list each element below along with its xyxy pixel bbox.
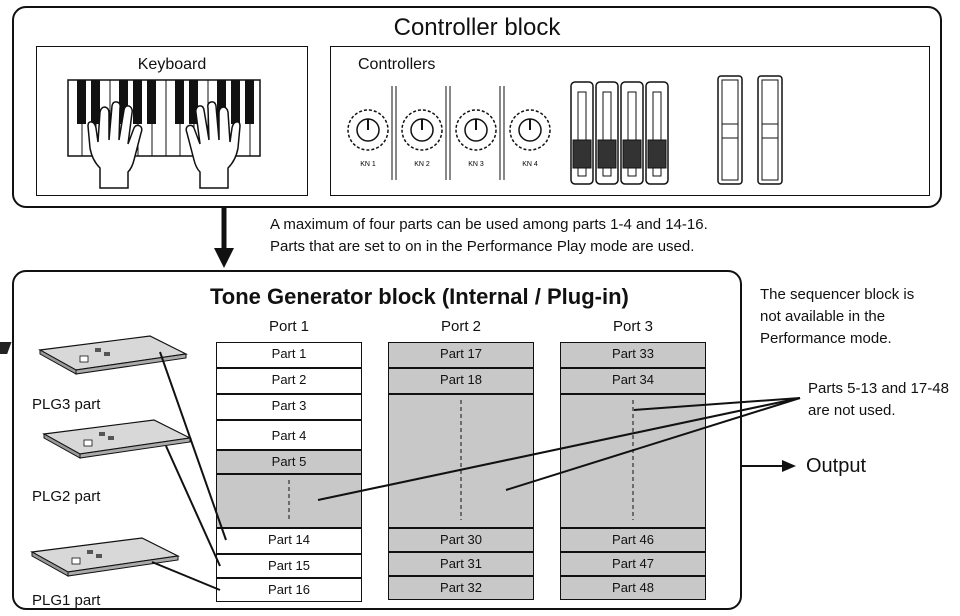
part-cell: Part 34 bbox=[560, 368, 706, 394]
part-cell: Part 16 bbox=[216, 578, 362, 602]
part-gap bbox=[216, 474, 362, 528]
port-1-label: Port 1 bbox=[268, 318, 310, 335]
part-cell: Part 18 bbox=[388, 368, 534, 394]
port-3-label: Port 3 bbox=[612, 318, 654, 335]
controllers-label: Controllers bbox=[358, 56, 436, 73]
part-cell: Part 3 bbox=[216, 394, 362, 420]
controller-block-title: Controller block bbox=[393, 14, 561, 41]
part-cell: Part 32 bbox=[388, 576, 534, 600]
output-label: Output bbox=[806, 455, 867, 477]
part-cell: Part 14 bbox=[216, 528, 362, 554]
parts-note-line-1: A maximum of four parts can be used amon… bbox=[270, 216, 708, 233]
part-gap bbox=[560, 394, 706, 528]
part-gap bbox=[388, 394, 534, 528]
part-cell: Part 15 bbox=[216, 554, 362, 578]
port-2-label: Port 2 bbox=[440, 318, 482, 335]
controller-block bbox=[12, 6, 942, 208]
keyboard-label: Keyboard bbox=[137, 56, 207, 73]
sequencer-note-line-1: The sequencer block is bbox=[760, 286, 915, 303]
sequencer-note-line-2: not available in the bbox=[760, 308, 886, 325]
plg2-label: PLG2 part bbox=[32, 488, 101, 505]
sequencer-note-line-3: Performance mode. bbox=[760, 330, 892, 347]
part-cell: Part 2 bbox=[216, 368, 362, 394]
part-cell: Part 30 bbox=[388, 528, 534, 552]
unused-note-line-2: are not used. bbox=[808, 402, 896, 419]
part-cell: Part 46 bbox=[560, 528, 706, 552]
output-arrow-icon bbox=[782, 460, 796, 472]
part-cell: Part 5 bbox=[216, 450, 362, 474]
part-cell: Part 31 bbox=[388, 552, 534, 576]
tone-generator-title: Tone Generator block (Internal / Plug-in… bbox=[210, 284, 629, 309]
plg1-label: PLG1 part bbox=[32, 592, 101, 609]
plg3-label: PLG3 part bbox=[32, 396, 101, 413]
part-cell: Part 47 bbox=[560, 552, 706, 576]
part-cell: Part 1 bbox=[216, 342, 362, 368]
part-cell: Part 4 bbox=[216, 420, 362, 450]
parts-note-line-2: Parts that are set to on in the Performa… bbox=[270, 238, 695, 255]
part-cell: Part 17 bbox=[388, 342, 534, 368]
part-cell: Part 33 bbox=[560, 342, 706, 368]
unused-note-line-1: Parts 5-13 and 17-48 bbox=[808, 380, 949, 397]
part-cell: Part 48 bbox=[560, 576, 706, 600]
